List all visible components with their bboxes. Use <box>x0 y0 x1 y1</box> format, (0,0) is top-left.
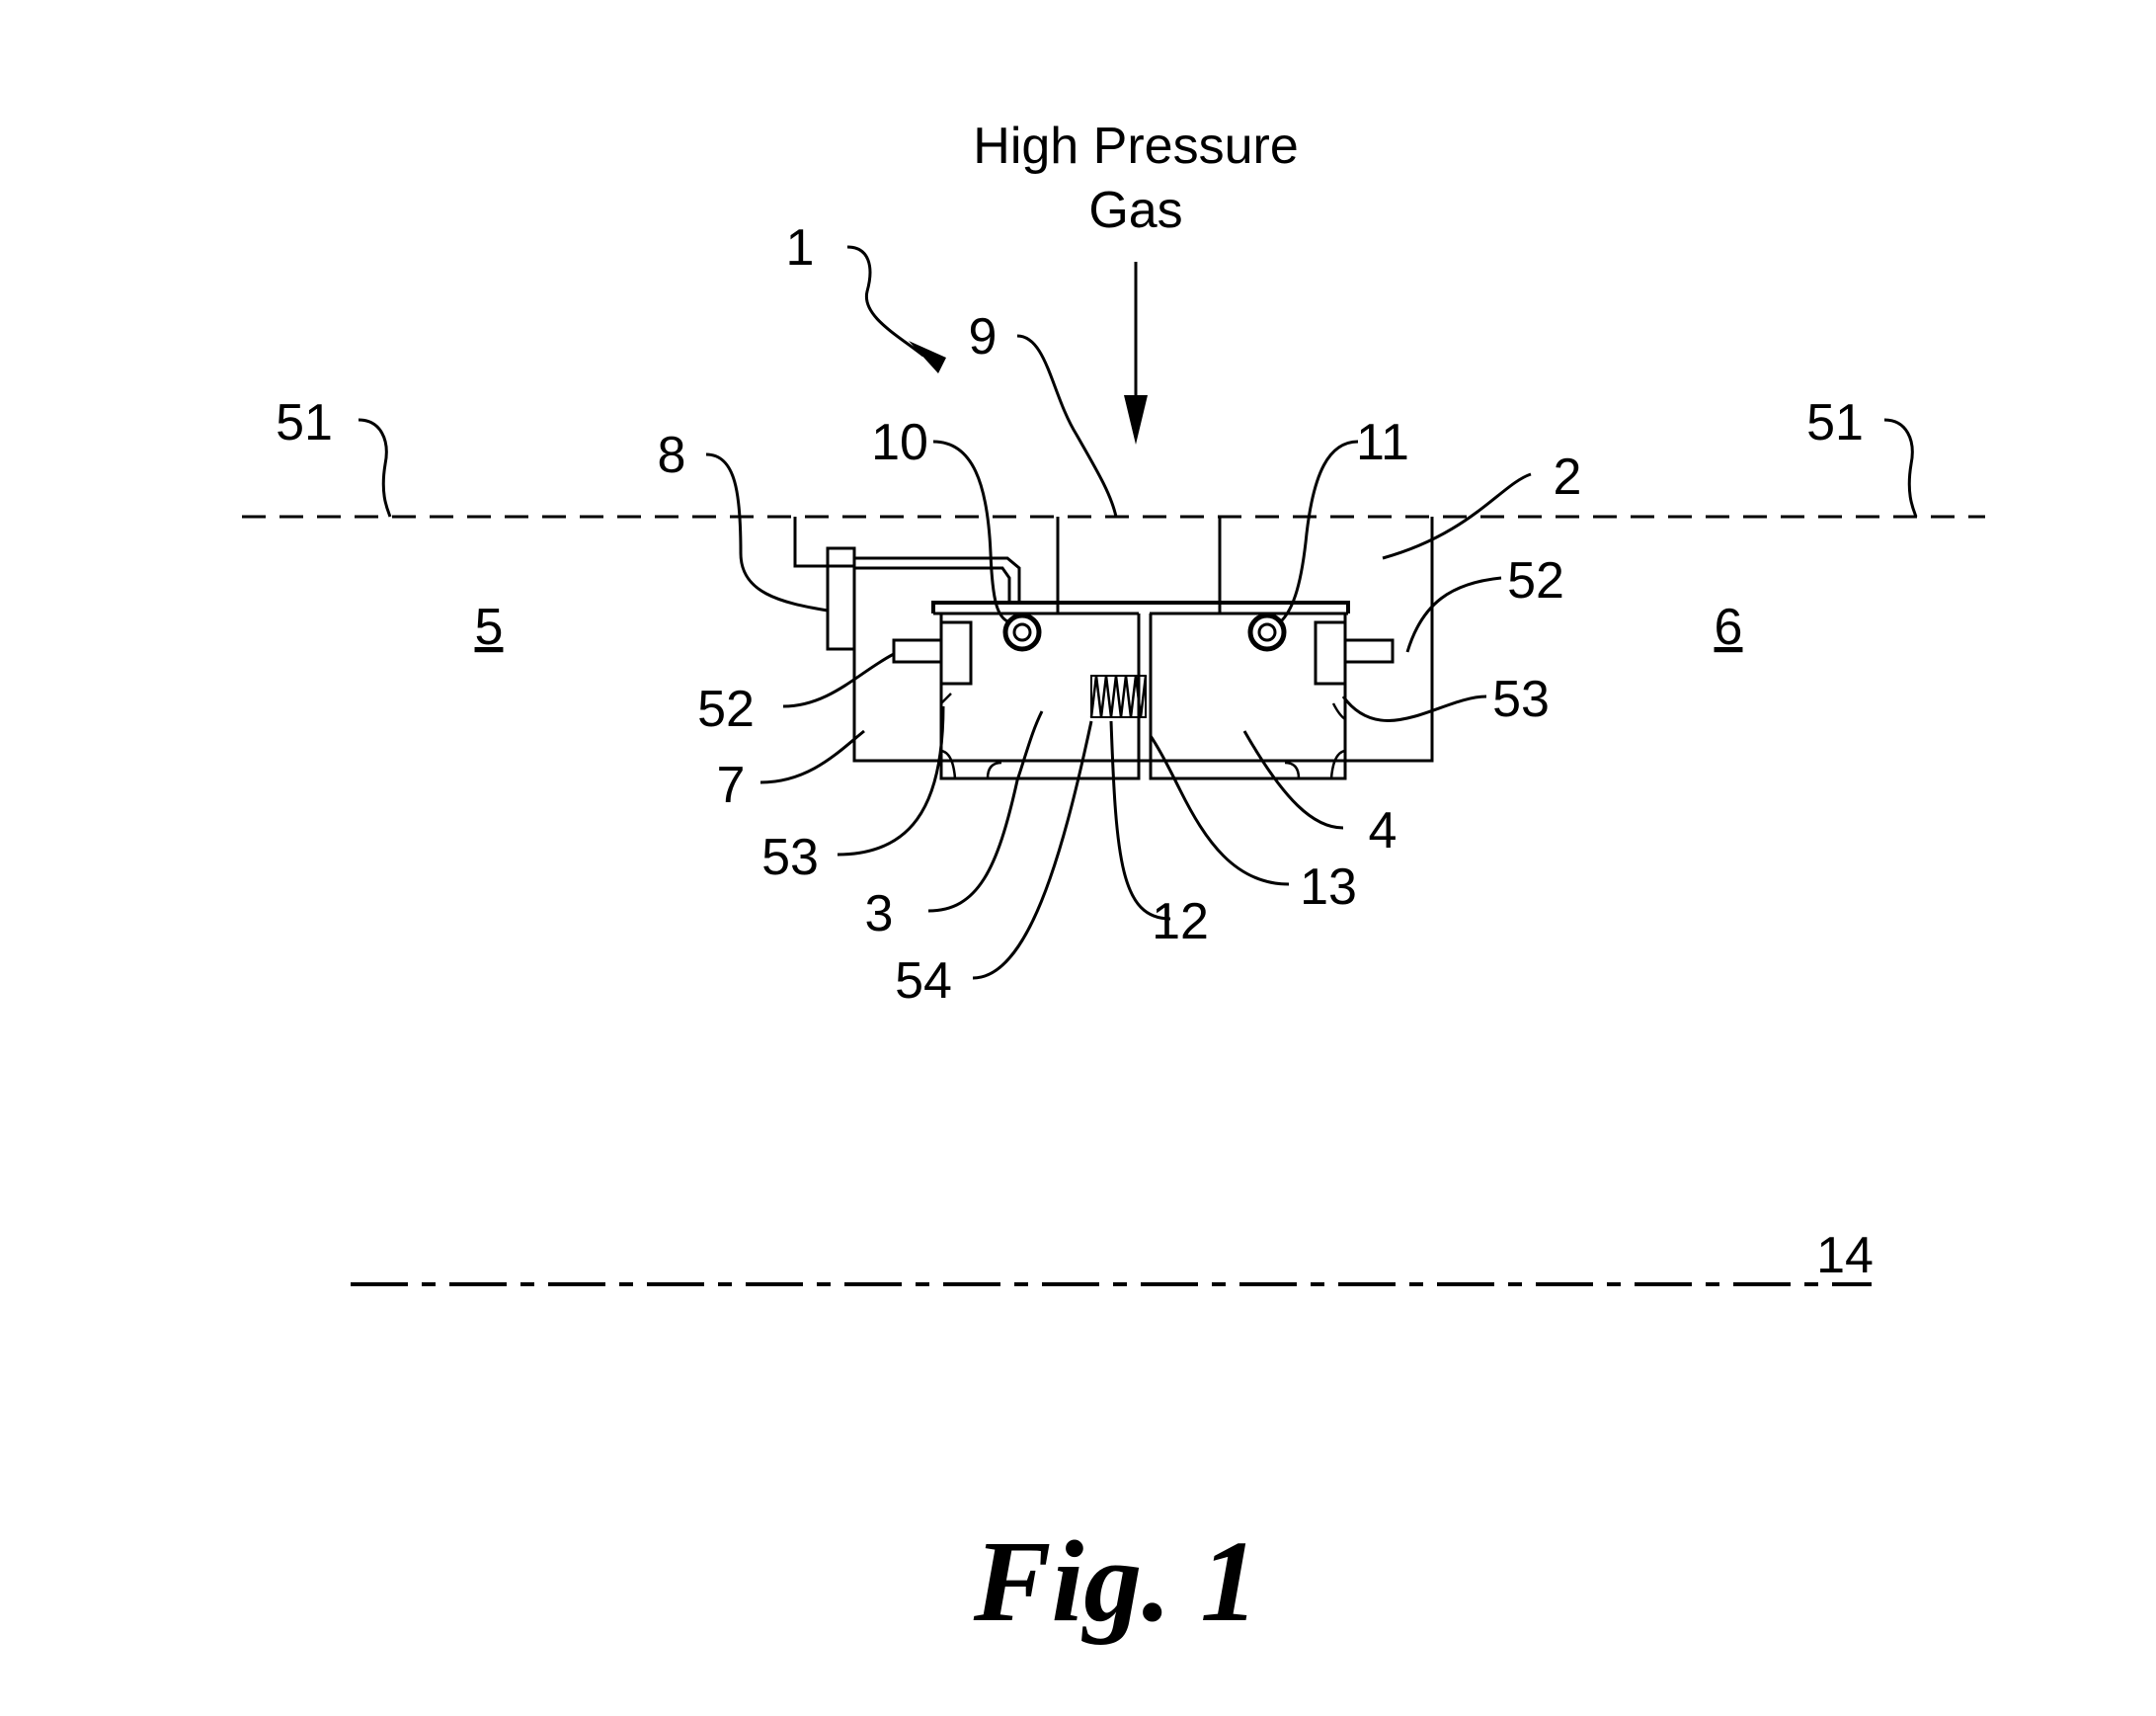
label-53-left: 53 <box>761 829 819 886</box>
label-54: 54 <box>895 952 952 1010</box>
housing-outline <box>795 517 1432 761</box>
label-8: 8 <box>658 427 686 484</box>
label-10: 10 <box>871 414 928 471</box>
label-3: 3 <box>865 885 894 942</box>
heading-line-1: High Pressure <box>973 118 1298 175</box>
lever-8 <box>828 548 854 649</box>
label-7: 7 <box>717 757 746 814</box>
label-5: 5 <box>475 599 504 656</box>
label-6: 6 <box>1715 599 1743 656</box>
label-11: 11 <box>1356 414 1409 471</box>
pin-52-left <box>894 640 941 662</box>
label-9: 9 <box>969 308 998 366</box>
pin-52-right <box>1345 640 1393 662</box>
label-53-right: 53 <box>1492 671 1550 728</box>
label-52-right: 52 <box>1507 552 1564 610</box>
o-ring-11 <box>1250 615 1284 649</box>
heading-line-2: Gas <box>1088 182 1182 239</box>
arrow-1 <box>909 341 946 373</box>
label-51-right: 51 <box>1806 394 1864 451</box>
o-ring-10 <box>1005 615 1039 649</box>
label-1: 1 <box>786 219 815 277</box>
label-13: 13 <box>1300 858 1357 916</box>
label-52-left: 52 <box>697 681 755 738</box>
label-51-left: 51 <box>276 394 333 451</box>
label-14: 14 <box>1816 1227 1874 1284</box>
gas-flow-arrow <box>1124 262 1148 445</box>
label-12: 12 <box>1152 893 1209 950</box>
label-2: 2 <box>1554 449 1582 506</box>
label-4: 4 <box>1369 802 1397 859</box>
seal-segment-4 <box>1151 613 1345 778</box>
figure-caption: Fig. 1 <box>973 1516 1259 1646</box>
